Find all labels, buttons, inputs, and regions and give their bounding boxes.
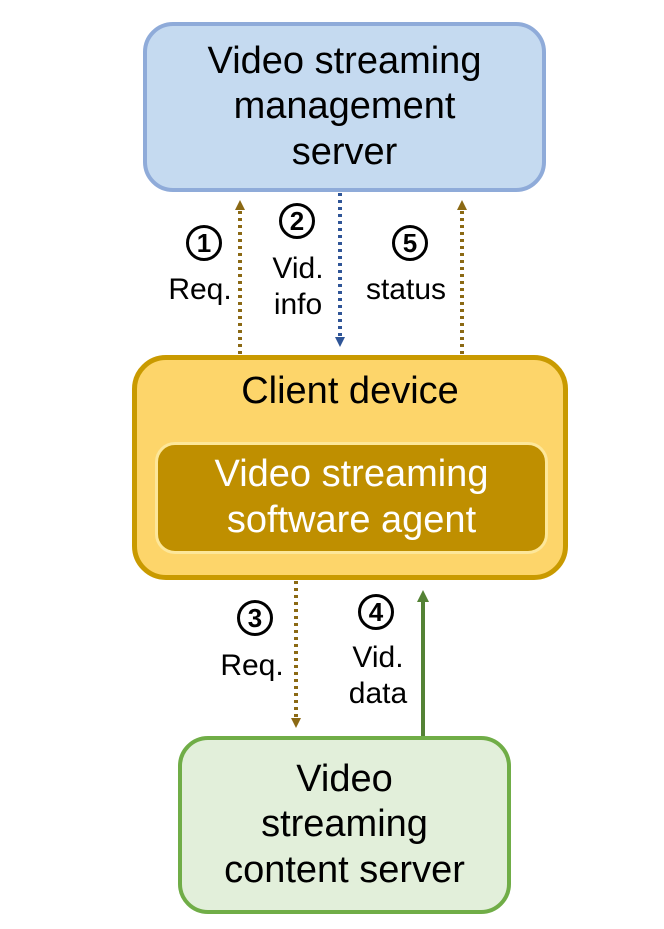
step-5-number: 5 (392, 225, 428, 261)
content-server-box: Video streaming content server (178, 736, 511, 914)
client-device-label: Client device (241, 370, 459, 412)
content-server-label: Video streaming content server (224, 757, 465, 891)
step-1-number: 1 (186, 225, 222, 261)
step-2-number: 2 (279, 203, 315, 239)
step-2-label: Vid. info (272, 252, 324, 321)
step-5-label: status (365, 273, 447, 306)
management-server-label: Video streaming management server (207, 39, 482, 173)
software-agent-box: Video streaming software agent (155, 442, 548, 554)
step-4-label: Vid. data (348, 641, 408, 710)
software-agent-label: Video streaming software agent (214, 453, 489, 541)
management-server-box: Video streaming management server (143, 22, 546, 192)
step-3-label: Req. (220, 649, 284, 682)
step-1-label: Req. (168, 273, 232, 306)
step-4-number: 4 (358, 594, 394, 630)
client-device-box: Client device Video streaming software a… (132, 355, 568, 580)
step-3-number: 3 (237, 600, 273, 636)
